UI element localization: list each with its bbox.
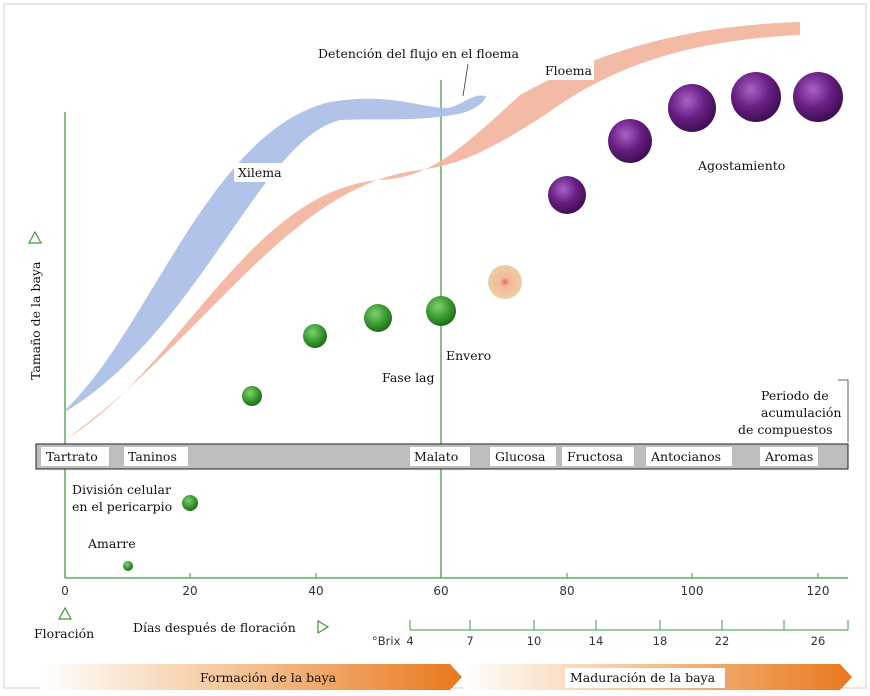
x-tick-40: 40 <box>308 584 323 598</box>
formation-phase-label: Formación de la baya <box>200 670 337 685</box>
brix-label: °Brix <box>372 634 401 648</box>
brix-axis-ticks <box>409 620 849 630</box>
berry-fruit-set <box>123 561 133 571</box>
compound-malate: Malato <box>414 449 458 464</box>
compound-glucose: Glucosa <box>495 449 546 464</box>
xylem-band <box>65 95 486 413</box>
accumulation-bracket <box>838 379 849 442</box>
compound-fructose-box <box>562 447 634 466</box>
x-axis-label: Días después de floración <box>133 620 296 635</box>
x-tick-60: 60 <box>433 584 448 598</box>
maturation-phase-label: Maduración de la baya <box>570 670 716 685</box>
compound-tartrate-box <box>41 447 109 466</box>
x-tick-20: 20 <box>182 584 197 598</box>
berry-green-3 <box>364 304 392 332</box>
berry-purple-5 <box>793 72 843 122</box>
berry-veraison <box>488 265 522 299</box>
brix-tick-26: 26 <box>811 634 826 648</box>
y-axis-triangle-icon <box>27 230 43 244</box>
accumulation-label-line2: acumulación <box>761 405 841 420</box>
phloem-label-bg <box>540 61 594 80</box>
compound-fructose: Fructosa <box>567 449 624 464</box>
flowering-triangle-icon <box>57 606 73 620</box>
compound-aromas: Aromas <box>764 449 813 464</box>
compound-bar-items: Tartrato Taninos Malato Glucosa Fructosa… <box>41 447 818 466</box>
compound-glucose-box <box>490 447 556 466</box>
brix-tick-22: 22 <box>715 634 730 648</box>
accumulation-label-line1: Periodo de <box>761 388 829 403</box>
berry-purple-3 <box>668 84 716 132</box>
x-tick-80: 80 <box>559 584 574 598</box>
ripening-end-label: Agostamiento <box>697 158 785 173</box>
berry-green-2 <box>303 324 327 348</box>
fruit-set-label: Amarre <box>87 536 136 551</box>
compound-malate-box <box>410 447 470 466</box>
brix-tick-labels: 4 7 10 14 18 22 26 <box>406 634 825 648</box>
x-tick-0: 0 <box>61 584 69 598</box>
brix-tick-10: 10 <box>527 634 542 648</box>
x-axis-tick-labels: 0 20 40 60 80 100 120 <box>61 584 829 598</box>
compound-tartrate: Tartrato <box>46 449 98 464</box>
lag-phase-label: Fase lag <box>382 370 435 385</box>
brix-tick-14: 14 <box>589 634 604 648</box>
phloem-stop-leader <box>462 63 469 97</box>
compound-aromas-box <box>760 447 818 466</box>
formation-phase-arrow <box>40 664 462 690</box>
veraison-label: Envero <box>446 348 491 363</box>
compound-tannins-box <box>124 447 188 466</box>
phloem-stop-label: Detención del flujo en el floema <box>318 46 519 61</box>
maturation-label-bg <box>565 668 725 688</box>
cell-division-label-line2: en el pericarpio <box>72 499 172 514</box>
berry-purple-2 <box>608 119 652 163</box>
y-axis-label: Tamaño de la baya <box>28 261 43 380</box>
brix-tick-7: 7 <box>466 634 473 648</box>
x-tick-100: 100 <box>681 584 704 598</box>
compound-anthocyanins: Antocianos <box>650 449 721 464</box>
brix-tick-4: 4 <box>406 634 413 648</box>
compound-tannins: Taninos <box>128 449 177 464</box>
berry-green-1 <box>242 386 262 406</box>
compound-anthocyanins-box <box>646 447 732 466</box>
berry-purple-4 <box>731 72 781 122</box>
xylem-label: Xilema <box>238 165 282 180</box>
brix-tick-18: 18 <box>653 634 668 648</box>
berry-purple-1 <box>548 176 586 214</box>
x-axis-arrow-icon <box>317 619 330 635</box>
accumulation-label-line3: de compuestos <box>738 422 833 437</box>
berry-cell-division <box>182 495 198 511</box>
cell-division-label-line1: División celular <box>72 482 171 497</box>
phloem-label: Floema <box>545 63 592 78</box>
flowering-label: Floración <box>34 626 94 641</box>
xylem-label-bg <box>234 163 288 182</box>
x-axis-ticks <box>64 573 819 578</box>
x-tick-120: 120 <box>807 584 830 598</box>
berry-green-4 <box>426 296 456 326</box>
